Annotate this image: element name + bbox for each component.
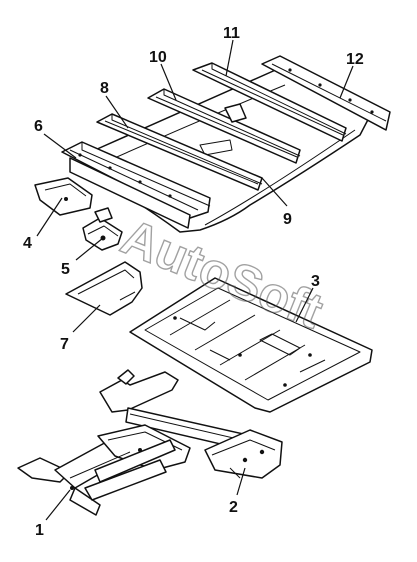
callout-1: 1 [35, 522, 44, 539]
floor-panel [129, 277, 373, 413]
callout-10: 10 [149, 49, 167, 66]
roof-bow-6 [61, 141, 211, 229]
rear-frame [99, 369, 283, 479]
bracket-4 [34, 177, 93, 216]
callout-11: 11 [223, 25, 240, 42]
roof-bow-10 [147, 88, 301, 164]
bracket-5 [82, 207, 123, 251]
callout-2: 2 [229, 499, 238, 516]
front-frame [17, 424, 191, 516]
callout-7: 7 [60, 336, 69, 353]
roof-bow-11 [192, 62, 347, 142]
callout-5: 5 [61, 261, 70, 278]
callout-3: 3 [311, 273, 320, 290]
callout-4: 4 [23, 235, 32, 252]
panel-7 [65, 261, 143, 316]
leader-lines [36, 39, 354, 521]
callout-6: 6 [34, 118, 43, 135]
callout-labels: 1 2 3 4 5 6 7 8 9 10 11 12 [23, 25, 364, 539]
callout-9: 9 [283, 211, 292, 228]
callout-8: 8 [100, 80, 109, 97]
roof-bow-12 [261, 55, 391, 131]
callout-12: 12 [346, 51, 364, 68]
